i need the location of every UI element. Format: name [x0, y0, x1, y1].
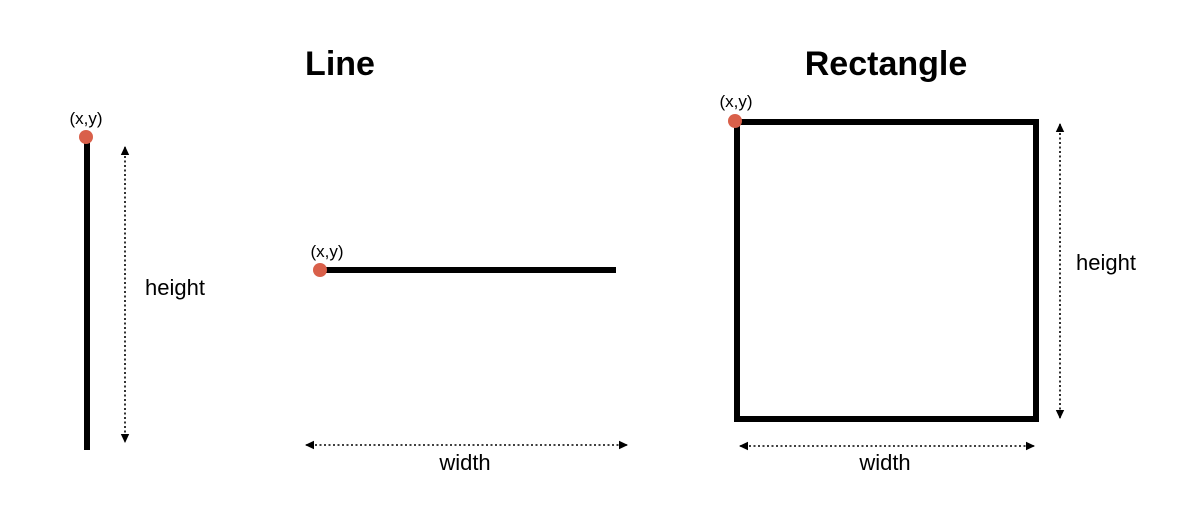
vertical-line-example: (x,y) height: [69, 109, 205, 450]
rectangle-shape: [734, 119, 1039, 422]
horizontal-line-example: (x,y) width: [305, 242, 628, 475]
horizontal-line-origin-point: [313, 263, 327, 277]
horizontal-line-origin-label: (x,y): [310, 242, 343, 261]
vertical-line-height-label: height: [145, 275, 205, 300]
rectangle-example: (x,y) height width: [719, 92, 1135, 475]
rectangle-origin-point: [728, 114, 742, 128]
rectangle-title: Rectangle: [805, 45, 968, 83]
vertical-line-origin-label: (x,y): [69, 109, 102, 128]
rectangle-height-label: height: [1076, 250, 1136, 275]
rectangle-origin-label: (x,y): [719, 92, 752, 111]
horizontal-line-width-label: width: [438, 450, 490, 475]
line-title: Line: [305, 45, 375, 83]
vertical-line-origin-point: [79, 130, 93, 144]
rectangle-width-label: width: [858, 450, 910, 475]
